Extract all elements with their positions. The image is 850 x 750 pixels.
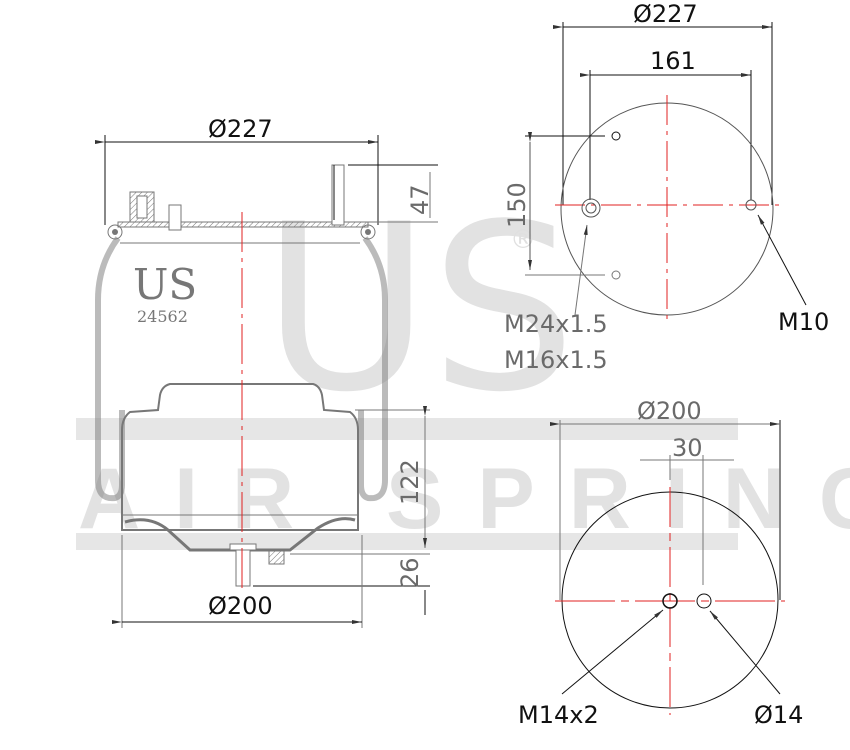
stud-label-m10: M10 (778, 308, 829, 336)
stud-height-label: 47 (406, 184, 434, 215)
registered-mark: ® (510, 225, 536, 255)
top-view: Ø227 161 150 M24x1.5 M16x1.5 M10 (503, 0, 829, 374)
watermark-logo: US (262, 176, 576, 443)
top-outer-diameter-label: Ø227 (633, 0, 698, 28)
vertical-spacing-label: 150 (503, 182, 531, 228)
hole-label-d14: Ø14 (754, 701, 803, 729)
watermark-tagline: AIR SPRING (78, 451, 850, 547)
port-label-m16: M16x1.5 (504, 346, 608, 374)
bolt-spacing-label: 161 (650, 47, 696, 75)
watermark: US ® AIR SPRING (76, 176, 850, 550)
top-diameter-label: Ø227 (208, 115, 273, 143)
bottom-stud-height-label: 26 (396, 557, 424, 588)
part-number: 24562 (137, 307, 188, 326)
bottom-view: Ø200 30 M14x2 Ø14 (518, 397, 803, 729)
piston-height-label: 122 (396, 459, 424, 505)
port-label-m24: M24x1.5 (504, 310, 608, 338)
bottom-outer-diameter-label: Ø200 (637, 397, 702, 425)
side-view: Ø227 47 US 24562 (95, 115, 438, 628)
hole-spacing-label: 30 (672, 434, 703, 462)
thread-label-m14: M14x2 (518, 701, 599, 729)
brand-label: US (133, 260, 197, 309)
bottom-diameter-label: Ø200 (208, 592, 273, 620)
